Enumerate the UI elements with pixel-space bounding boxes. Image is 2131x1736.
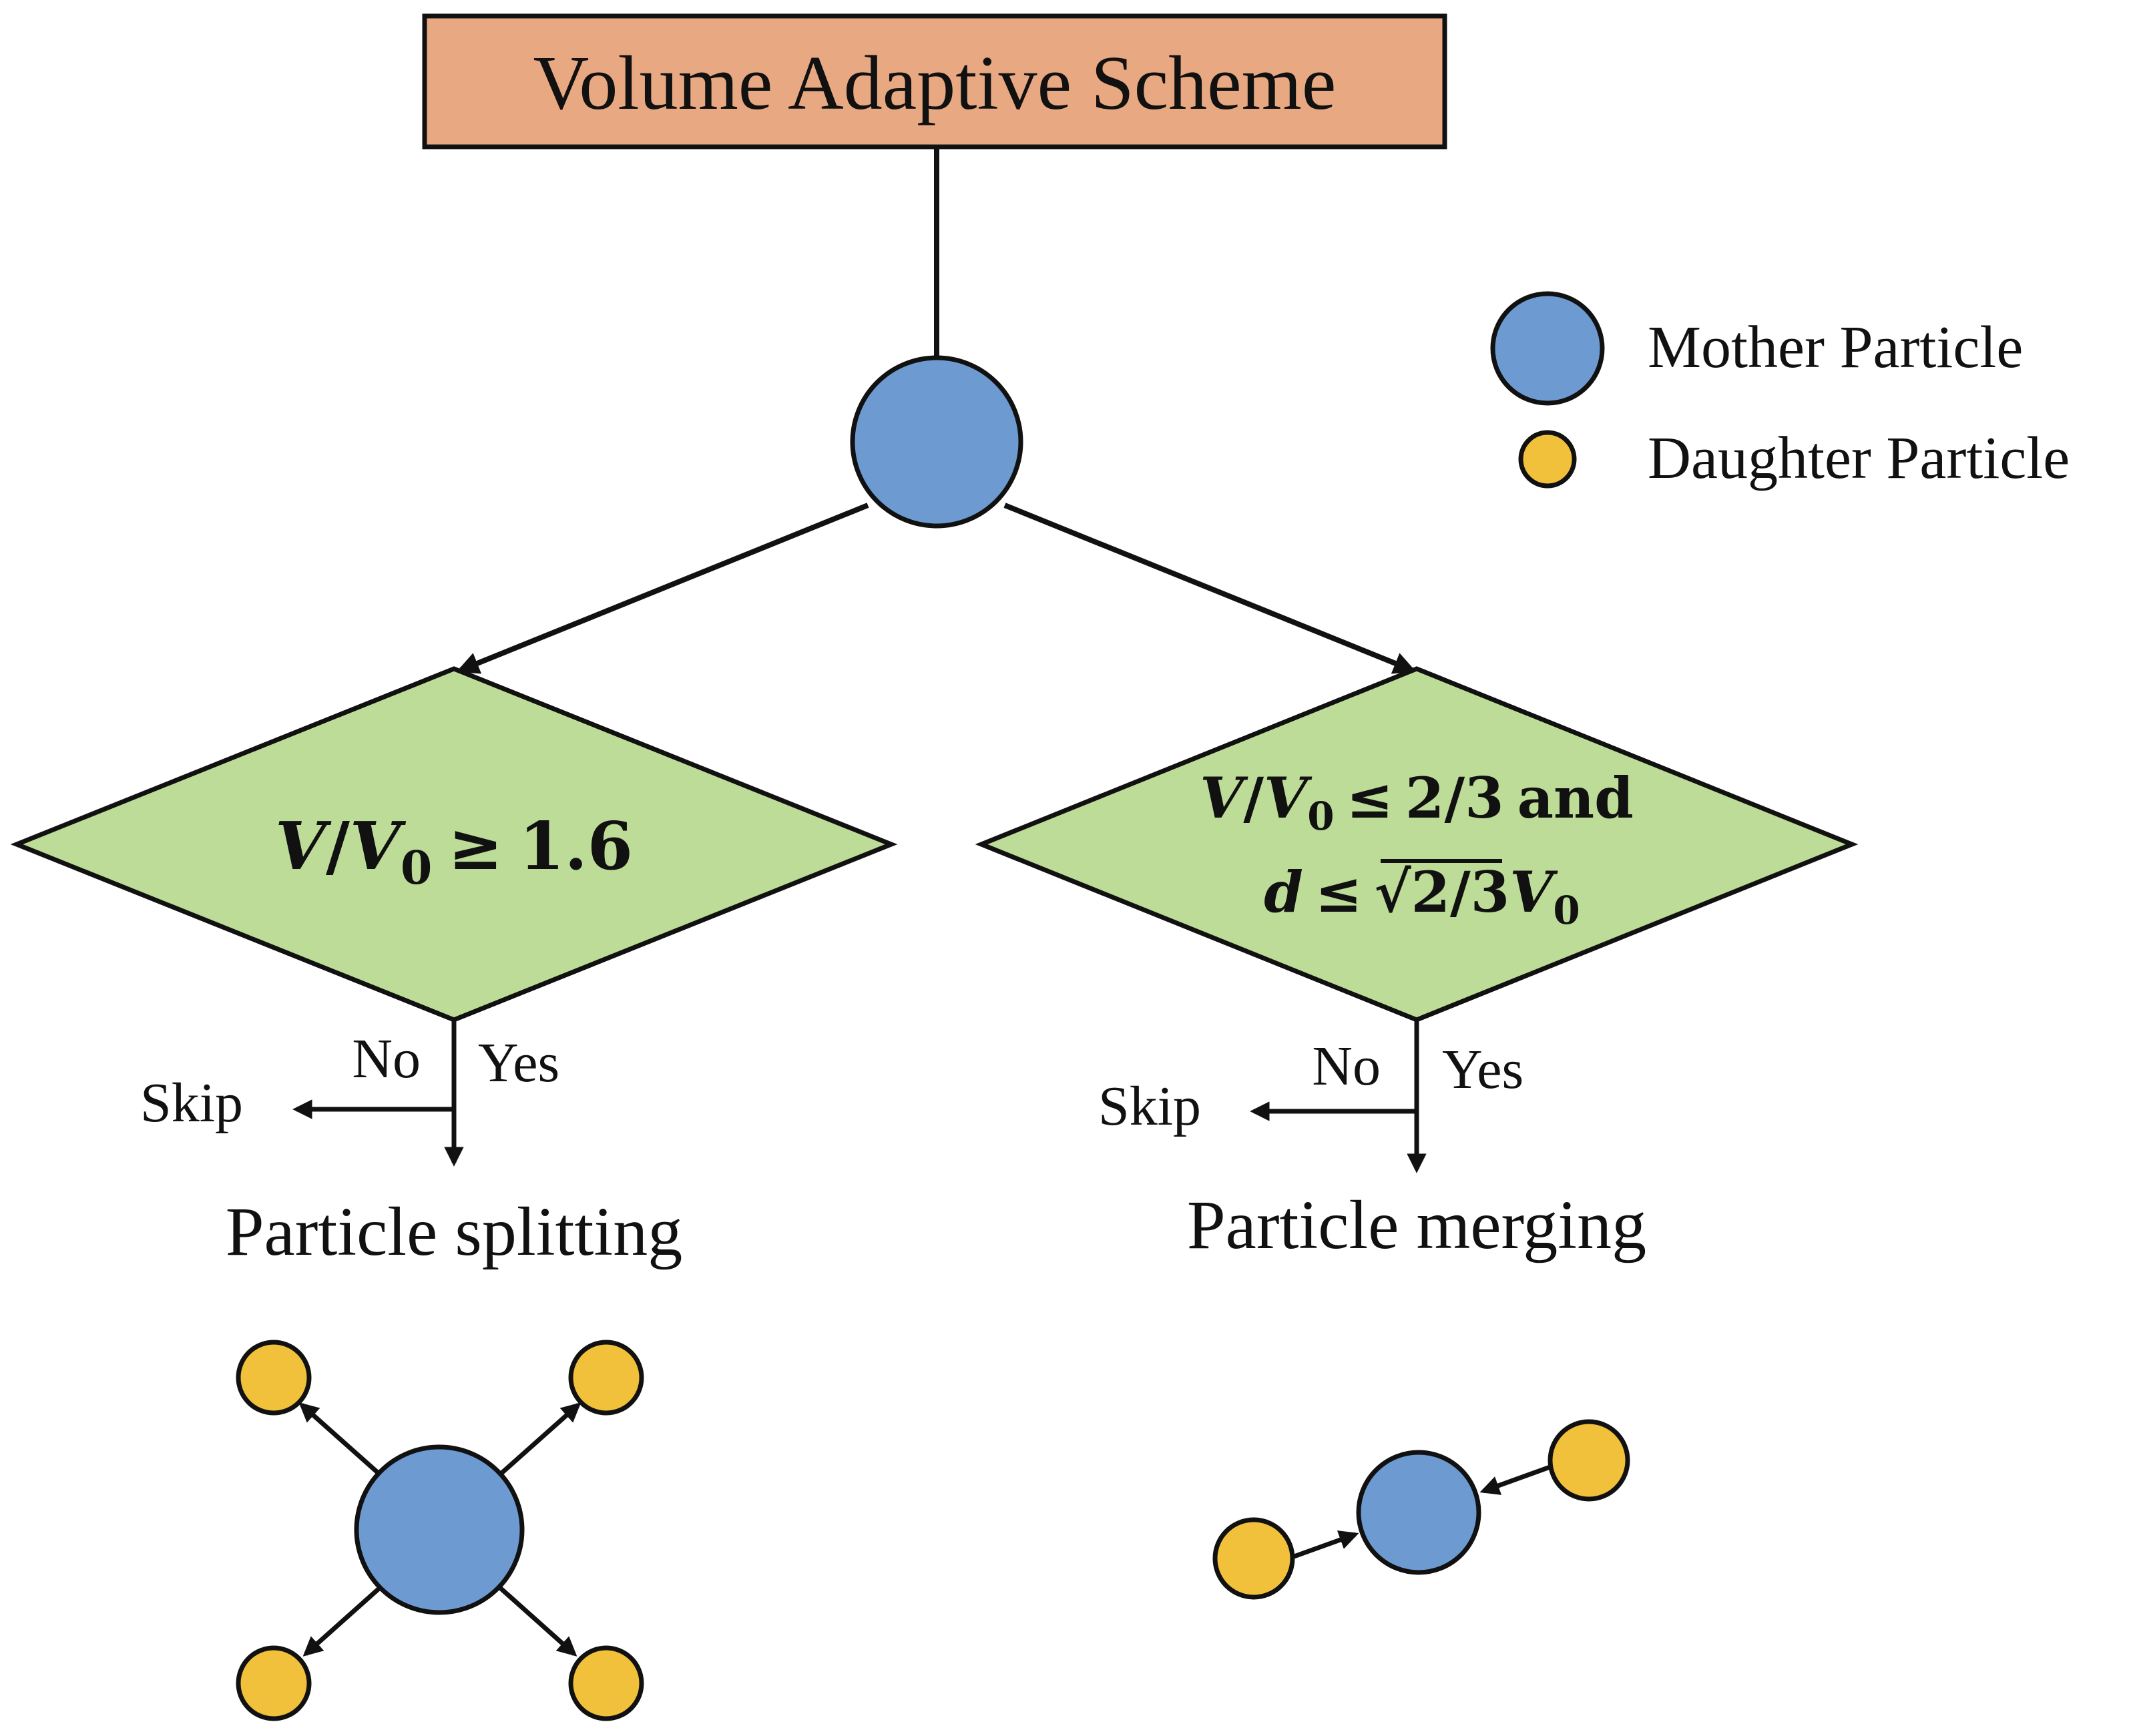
merge-daughter-left <box>1212 1517 1295 1600</box>
split-daughter-top-right <box>568 1340 644 1416</box>
merge-arrow-left <box>1287 1530 1359 1561</box>
split-mother-particle <box>354 1444 525 1615</box>
right-condition-line2: d≤√2/3V0 <box>1264 859 1580 933</box>
merge-arrow-right <box>1479 1462 1557 1495</box>
right-yes-label: Yes <box>1442 1039 1523 1101</box>
right-decision-diamond <box>975 666 1859 1023</box>
right-no-label: No <box>1312 1035 1381 1097</box>
left-no-label: No <box>352 1028 421 1090</box>
split-daughter-top-left <box>236 1340 312 1416</box>
right-outcome-label: Particle merging <box>1187 1187 1646 1263</box>
branch-arrow-right <box>1003 503 1417 674</box>
merge-daughter-right <box>1548 1419 1630 1502</box>
title-box <box>422 13 1447 150</box>
branch-arrow-left <box>456 503 869 674</box>
split-daughter-bottom-right <box>568 1645 644 1721</box>
split-arrow-bottom-right <box>497 1585 577 1657</box>
legend-mother-label: Mother Particle <box>1648 314 2023 380</box>
legend-daughter-icon <box>1518 430 1577 489</box>
right-skip-label: Skip <box>1098 1075 1201 1137</box>
splitting-illustration <box>236 1340 644 1721</box>
left-outcome-label: Particle splitting <box>226 1193 683 1270</box>
legend-mother-icon <box>1490 291 1605 406</box>
left-skip-label: Skip <box>140 1072 243 1134</box>
title-text: Volume Adaptive Scheme <box>533 41 1337 126</box>
left-yes-label: Yes <box>478 1032 559 1094</box>
split-arrow-top-right <box>497 1402 581 1477</box>
legend: Mother Particle Daughter Particle <box>1490 291 2070 491</box>
split-arrow-bottom-left <box>302 1585 383 1657</box>
legend-daughter-label: Daughter Particle <box>1648 425 2070 491</box>
merge-mother-particle <box>1356 1450 1481 1575</box>
split-daughter-bottom-left <box>236 1645 312 1721</box>
left-condition: V/V0≥1.6 <box>275 808 633 895</box>
split-arrow-top-left <box>298 1402 383 1477</box>
root-mother-particle <box>850 355 1023 529</box>
merging-illustration <box>1212 1419 1630 1600</box>
